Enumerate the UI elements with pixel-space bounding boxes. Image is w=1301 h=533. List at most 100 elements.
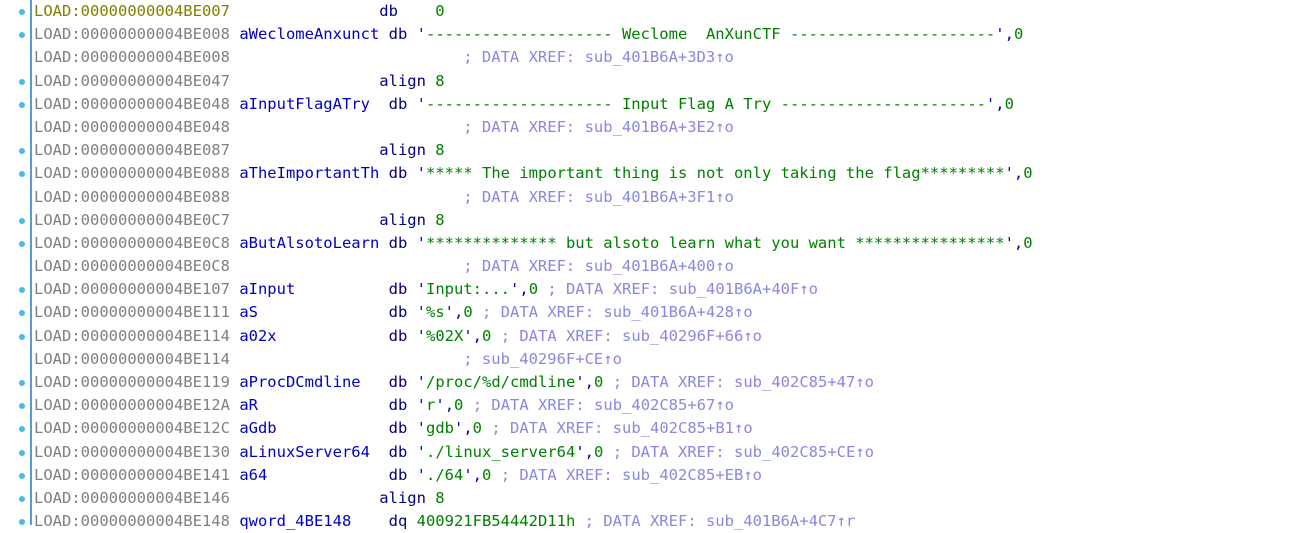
- disassembly-row[interactable]: LOAD:00000000004BE114 ; sub_40296F+CE↑o: [0, 348, 1301, 371]
- mnemonic[interactable]: align: [379, 141, 426, 160]
- data-xref-comment[interactable]: ; sub_40296F+CE↑o: [463, 349, 622, 368]
- blue-dot-icon[interactable]: [19, 426, 25, 433]
- data-xref-comment[interactable]: ; DATA XREF: sub_402C85+EB↑o: [500, 465, 762, 484]
- string-literal[interactable]: -------------------- Input Flag A Try --…: [426, 94, 986, 113]
- mnemonic[interactable]: db: [388, 442, 408, 461]
- data-xref-comment[interactable]: ; DATA XREF: sub_401B6A+40F↑o: [547, 280, 818, 299]
- mnemonic[interactable]: db: [388, 373, 408, 391]
- disassembly-row[interactable]: LOAD:00000000004BE088 aTheImportantTh db…: [0, 162, 1301, 185]
- disassembly-row[interactable]: LOAD:00000000004BE146 align 8: [0, 487, 1301, 510]
- blue-dot-icon[interactable]: [19, 9, 25, 15]
- blue-dot-icon[interactable]: [19, 449, 25, 456]
- string-literal[interactable]: ***** The important thing is not only ta…: [426, 164, 1005, 183]
- disassembly-row[interactable]: LOAD:00000000004BE0C7 align 8: [0, 209, 1301, 232]
- blue-dot-icon[interactable]: [19, 380, 25, 386]
- data-label-name[interactable]: aTheImportantTh: [239, 164, 380, 183]
- mnemonic[interactable]: db: [388, 280, 408, 299]
- mnemonic[interactable]: db: [388, 419, 408, 438]
- disassembly-row[interactable]: LOAD:00000000004BE008 ; DATA XREF: sub_4…: [0, 46, 1301, 69]
- data-xref-comment[interactable]: ; DATA XREF: sub_402C85+B1↑o: [491, 419, 753, 438]
- mnemonic[interactable]: dq: [388, 512, 408, 531]
- numeric-operand[interactable]: 400921FB54442D11h: [416, 512, 576, 531]
- mnemonic[interactable]: align: [379, 488, 426, 507]
- numeric-operand[interactable]: 0: [435, 2, 445, 20]
- disassembly-row[interactable]: LOAD:00000000004BE047 align 8: [0, 70, 1301, 93]
- disassembly-row[interactable]: LOAD:00000000004BE111 aS db '%s',0 ; DAT…: [0, 301, 1301, 324]
- data-label-name[interactable]: aButAlsotoLearn: [239, 233, 380, 252]
- blue-dot-icon[interactable]: [19, 217, 25, 224]
- data-label-name[interactable]: aLinuxServer64: [239, 442, 370, 461]
- disassembly-row[interactable]: LOAD:00000000004BE148 qword_4BE148 dq 40…: [0, 510, 1301, 533]
- data-xref-comment[interactable]: ; DATA XREF: sub_40296F+66↑o: [500, 326, 762, 345]
- mnemonic[interactable]: db: [388, 465, 408, 484]
- numeric-operand[interactable]: 8: [435, 210, 445, 229]
- data-xref-comment[interactable]: ; DATA XREF: sub_401B6A+4C7↑r: [584, 512, 856, 531]
- string-literal[interactable]: %s: [426, 303, 445, 322]
- data-label-name[interactable]: aGdb: [239, 419, 277, 438]
- mnemonic[interactable]: align: [379, 71, 426, 90]
- blue-dot-icon[interactable]: [19, 32, 25, 39]
- string-literal[interactable]: /proc/%d/cmdline: [426, 373, 576, 391]
- blue-dot-icon[interactable]: [19, 78, 25, 85]
- string-literal[interactable]: %02X: [425, 326, 464, 345]
- disassembly-row[interactable]: LOAD:00000000004BE088 ; DATA XREF: sub_4…: [0, 186, 1301, 209]
- string-literal[interactable]: ************** but alsoto learn what you…: [426, 233, 1005, 252]
- mnemonic[interactable]: db: [388, 25, 408, 44]
- blue-dot-icon[interactable]: [19, 240, 25, 247]
- disassembly-row[interactable]: LOAD:00000000004BE12C aGdb db 'gdb',0 ; …: [0, 417, 1301, 440]
- mnemonic[interactable]: db: [388, 94, 408, 113]
- data-xref-comment[interactable]: ; DATA XREF: sub_402C85+67↑o: [472, 396, 735, 415]
- data-label-name[interactable]: a02x: [239, 326, 277, 345]
- blue-dot-icon[interactable]: [19, 403, 25, 410]
- data-xref-comment[interactable]: ; DATA XREF: sub_402C85+CE↑o: [612, 442, 874, 461]
- string-literal[interactable]: -------------------- Weclome AnXunCTF --…: [426, 25, 996, 44]
- blue-dot-icon[interactable]: [19, 310, 25, 317]
- string-literal[interactable]: Input:...: [426, 280, 510, 299]
- disassembly-row[interactable]: LOAD:00000000004BE119 aProcDCmdline db '…: [0, 371, 1301, 394]
- data-xref-comment[interactable]: ; DATA XREF: sub_402C85+47↑o: [612, 373, 874, 391]
- disassembly-row[interactable]: LOAD:00000000004BE107 aInput db 'Input:.…: [0, 278, 1301, 301]
- disassembly-row[interactable]: LOAD:00000000004BE007 db 0: [0, 0, 1301, 23]
- mnemonic[interactable]: db: [388, 396, 408, 415]
- blue-dot-icon[interactable]: [19, 472, 25, 479]
- data-label-name[interactable]: aS: [239, 303, 258, 322]
- blue-dot-icon[interactable]: [19, 333, 25, 340]
- disassembly-row[interactable]: LOAD:00000000004BE048 aInputFlagATry db …: [0, 93, 1301, 116]
- string-literal[interactable]: ./linux_server64: [426, 442, 576, 461]
- data-xref-comment[interactable]: ; DATA XREF: sub_401B6A+400↑o: [463, 257, 734, 276]
- blue-dot-icon[interactable]: [19, 519, 25, 526]
- disassembly-row[interactable]: LOAD:00000000004BE048 ; DATA XREF: sub_4…: [0, 116, 1301, 139]
- disassembly-row[interactable]: LOAD:00000000004BE0C8 aButAlsotoLearn db…: [0, 232, 1301, 255]
- data-label-name[interactable]: aInput: [239, 280, 296, 299]
- blue-dot-icon[interactable]: [19, 287, 25, 294]
- mnemonic[interactable]: db: [379, 2, 398, 20]
- disassembly-row[interactable]: LOAD:00000000004BE141 a64 db './64',0 ; …: [0, 464, 1301, 487]
- mnemonic[interactable]: db: [388, 303, 408, 322]
- mnemonic[interactable]: db: [388, 164, 408, 183]
- data-xref-comment[interactable]: ; DATA XREF: sub_401B6A+3F1↑o: [463, 187, 734, 206]
- numeric-operand[interactable]: 8: [435, 71, 445, 90]
- mnemonic[interactable]: align: [379, 210, 426, 229]
- data-label-name[interactable]: aProcDCmdline: [239, 373, 361, 391]
- disassembly-row[interactable]: LOAD:00000000004BE130 aLinuxServer64 db …: [0, 441, 1301, 464]
- numeric-operand[interactable]: 8: [435, 488, 445, 507]
- data-xref-comment[interactable]: ; DATA XREF: sub_401B6A+3D3↑o: [463, 48, 734, 67]
- disassembly-row[interactable]: LOAD:00000000004BE087 align 8: [0, 139, 1301, 162]
- disassembly-row[interactable]: LOAD:00000000004BE0C8 ; DATA XREF: sub_4…: [0, 255, 1301, 278]
- data-label-name[interactable]: aInputFlagATry: [239, 94, 370, 113]
- string-literal[interactable]: gdb: [425, 419, 454, 438]
- data-xref-comment[interactable]: ; DATA XREF: sub_401B6A+3E2↑o: [463, 117, 734, 136]
- data-xref-comment[interactable]: ; DATA XREF: sub_401B6A+428↑o: [482, 303, 753, 322]
- data-label-name[interactable]: a64: [239, 465, 268, 484]
- data-label-name[interactable]: aR: [239, 396, 258, 415]
- blue-dot-icon[interactable]: [19, 171, 25, 178]
- data-label-name[interactable]: aWeclomeAnxunct: [239, 25, 380, 44]
- mnemonic[interactable]: db: [388, 233, 408, 252]
- blue-dot-icon[interactable]: [19, 148, 25, 155]
- blue-dot-icon[interactable]: [19, 495, 25, 502]
- disassembly-row[interactable]: LOAD:00000000004BE114 a02x db '%02X',0 ;…: [0, 325, 1301, 348]
- data-label-name[interactable]: qword_4BE148: [239, 512, 352, 531]
- blue-dot-icon[interactable]: [19, 101, 25, 108]
